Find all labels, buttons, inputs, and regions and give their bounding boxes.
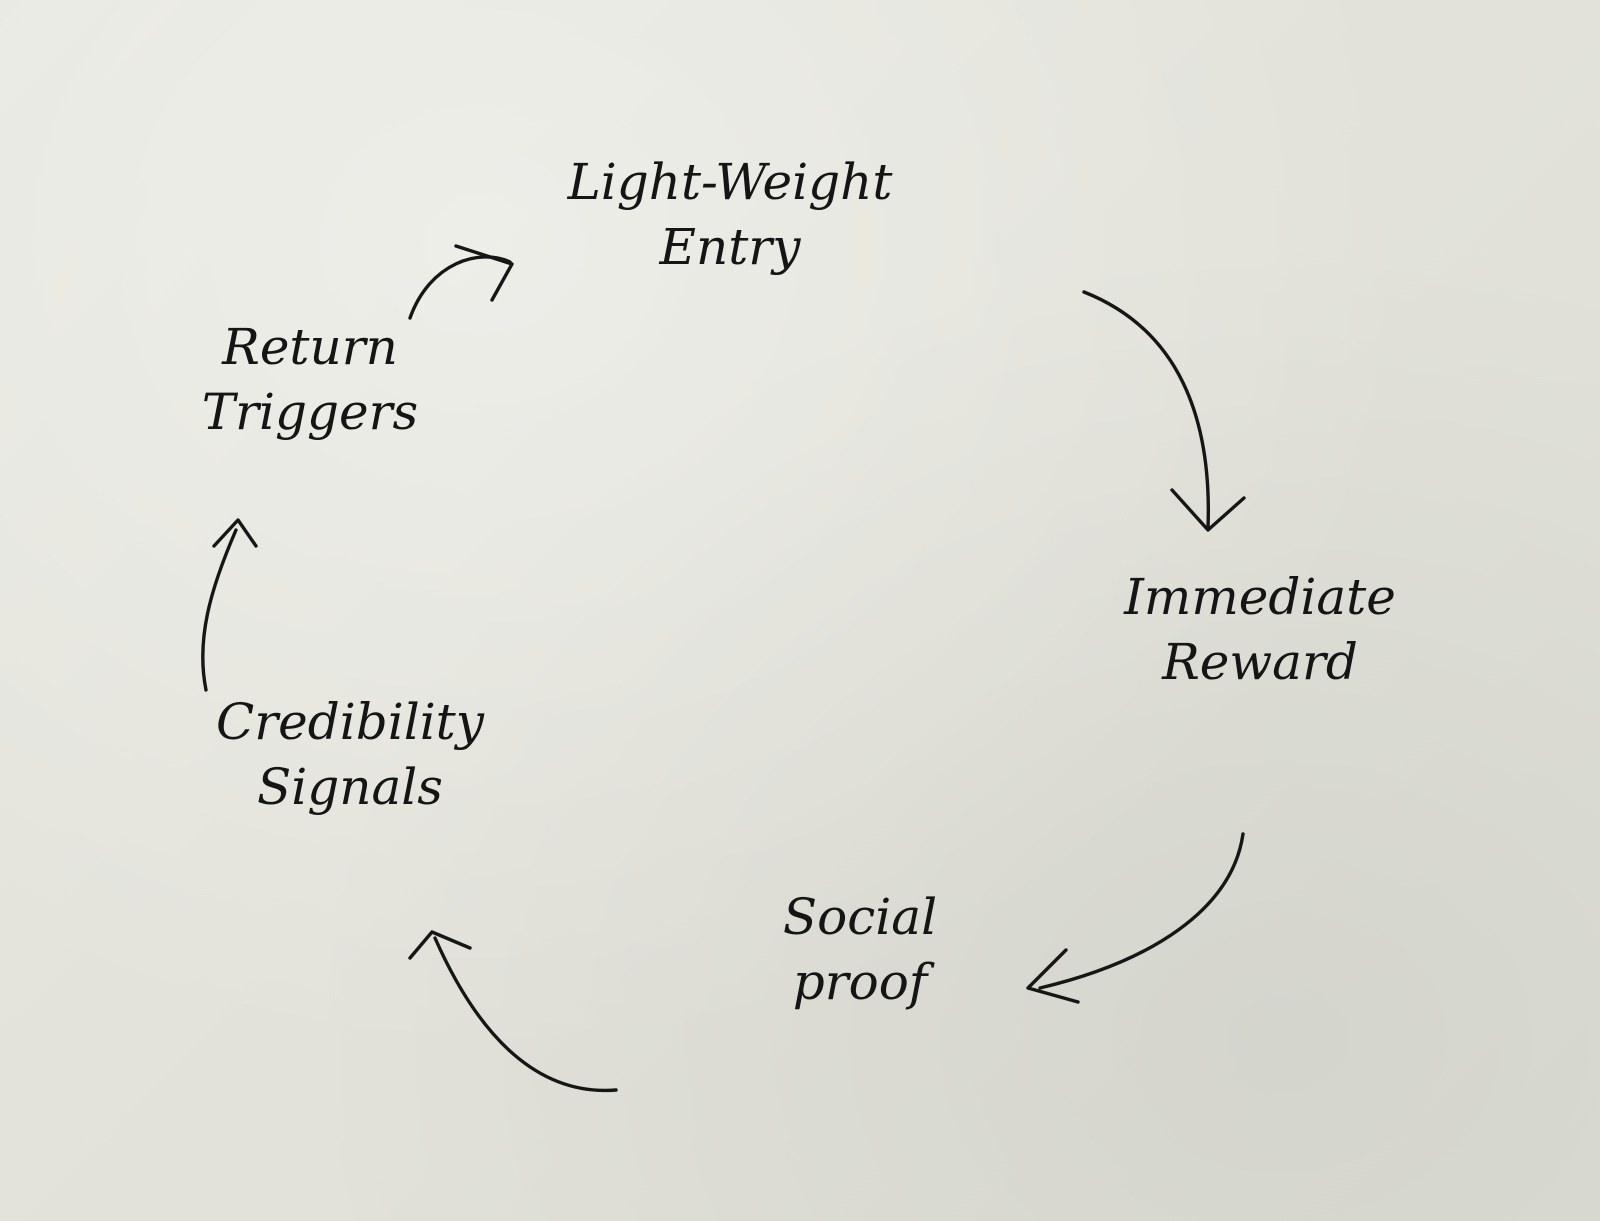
arrow-entry-to-reward-shaft — [1082, 290, 1211, 530]
arrow-reward-to-social-shaft — [1038, 832, 1245, 990]
arrow-reward-to-social — [1026, 832, 1245, 1004]
arrow-return-to-entry — [408, 244, 514, 320]
arrow-entry-to-reward-head — [1170, 488, 1246, 532]
arrow-credibility-to-return — [201, 518, 258, 692]
node-label-line: Signals — [257, 758, 443, 816]
node-credibility-signals: Credibility Signals — [120, 690, 580, 820]
arrow-social-to-credibility-head — [408, 930, 472, 960]
node-label-line: Credibility — [215, 693, 485, 751]
arrow-entry-to-reward — [1082, 290, 1246, 532]
node-immediate-reward: Immediate Reward — [1050, 565, 1470, 695]
node-light-weight-entry: Light-Weight Entry — [470, 150, 990, 280]
node-label-line: Reward — [1162, 633, 1358, 691]
node-label-line: Triggers — [201, 383, 419, 441]
node-label-line: Return — [222, 318, 398, 376]
arrow-social-to-credibility — [408, 930, 618, 1093]
node-label-line: Immediate — [1124, 568, 1396, 626]
arrow-return-to-entry-head — [454, 244, 514, 302]
node-label-line: Entry — [659, 218, 801, 276]
node-return-triggers: Return Triggers — [150, 315, 470, 445]
arrow-credibility-to-return-shaft — [201, 528, 238, 692]
arrow-social-to-credibility-shaft — [433, 936, 618, 1093]
node-label-line: Light-Weight — [567, 153, 893, 211]
node-label-line: proof — [792, 953, 928, 1011]
node-label-line: Social — [782, 888, 938, 946]
arrow-credibility-to-return-head — [212, 518, 258, 548]
arrow-reward-to-social-head — [1026, 948, 1080, 1004]
node-social-proof: Social proof — [700, 885, 1020, 1015]
